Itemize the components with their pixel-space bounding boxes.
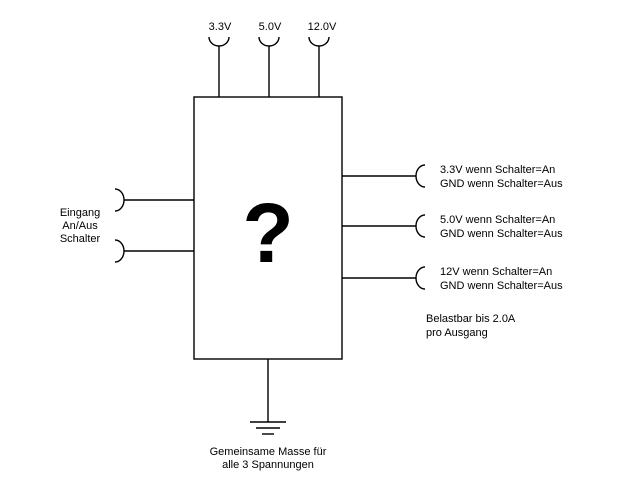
output-connector-12v-icon bbox=[415, 266, 426, 290]
ground-symbol-icon bbox=[250, 421, 286, 435]
output-12v-off-label: GND wenn Schalter=Aus bbox=[440, 280, 563, 292]
input-label-3v3: 3.3V bbox=[209, 21, 232, 33]
ground-note-line-2: alle 3 Spannungen bbox=[222, 459, 314, 471]
switch-label-line-1: Eingang bbox=[60, 207, 100, 219]
output-3v3-on-label: 3.3V wenn Schalter=An bbox=[440, 164, 555, 176]
ground-note-line-1: Gemeinsame Masse für bbox=[210, 446, 327, 458]
switch-label-line-2: An/Aus bbox=[62, 220, 98, 232]
input-12v0: 12.0V bbox=[308, 21, 337, 97]
output-connector-3v3-icon bbox=[415, 164, 426, 188]
switch-input: Eingang An/Aus Schalter bbox=[60, 188, 194, 263]
load-note-line-1: Belastbar bis 2.0A bbox=[426, 313, 516, 325]
output-5v0-on-label: 5.0V wenn Schalter=An bbox=[440, 214, 555, 226]
ground: Gemeinsame Masse für alle 3 Spannungen bbox=[210, 359, 327, 471]
output-12v: 12V wenn Schalter=An GND wenn Schalter=A… bbox=[342, 266, 563, 292]
output-3v3-off-label: GND wenn Schalter=Aus bbox=[440, 178, 563, 190]
switch-connector-bottom-icon bbox=[114, 239, 125, 263]
load-note-line-2: pro Ausgang bbox=[426, 327, 488, 339]
output-5v0-off-label: GND wenn Schalter=Aus bbox=[440, 228, 563, 240]
output-3v3: 3.3V wenn Schalter=An GND wenn Schalter=… bbox=[342, 164, 563, 190]
input-label-5v0: 5.0V bbox=[259, 21, 282, 33]
output-5v0: 5.0V wenn Schalter=An GND wenn Schalter=… bbox=[342, 214, 563, 240]
switch-connector-top-icon bbox=[114, 188, 125, 212]
input-3v3: 3.3V bbox=[208, 21, 232, 97]
output-12v-on-label: 12V wenn Schalter=An bbox=[440, 266, 552, 278]
switch-label-line-3: Schalter bbox=[60, 233, 101, 245]
connector-12v0-icon bbox=[308, 36, 330, 47]
connector-5v0-icon bbox=[258, 36, 280, 47]
connector-3v3-icon bbox=[208, 36, 230, 47]
output-connector-5v0-icon bbox=[415, 214, 426, 238]
input-5v0: 5.0V bbox=[258, 21, 282, 97]
input-label-12v0: 12.0V bbox=[308, 21, 337, 33]
unknown-symbol: ? bbox=[242, 186, 293, 280]
